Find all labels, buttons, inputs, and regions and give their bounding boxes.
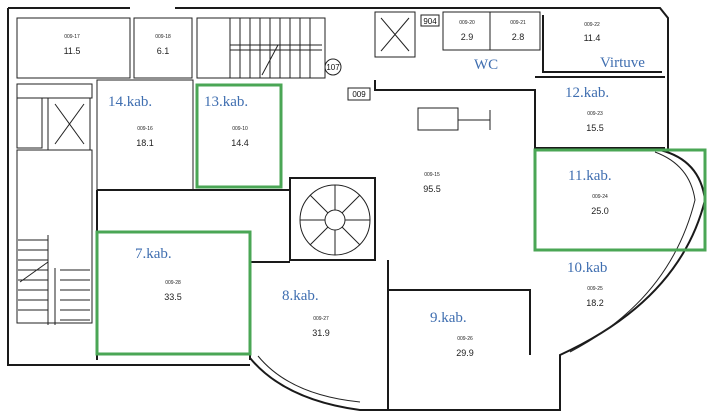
room-wc: 009-20 2.9 WC: [459, 20, 498, 73]
highlight-13-kab: [195, 83, 283, 189]
room-10-kab: 10.kab 009-25 18.2: [567, 260, 607, 308]
room-label: 13.kab.: [204, 94, 248, 110]
room-hall: 009-15 95.5: [423, 172, 441, 194]
room-label: 11.kab.: [568, 168, 612, 184]
room-13-kab: 13.kab. 009-10 14.4: [204, 94, 249, 148]
room-code: 009-28: [165, 280, 181, 286]
room-label: 8.kab.: [282, 288, 319, 304]
room-area: 15.5: [586, 123, 604, 133]
room-11-kab: 11.kab. 009-24 25.0: [568, 168, 612, 216]
room-area: 33.5: [164, 292, 182, 302]
room-label: WC: [474, 57, 498, 73]
highlight-11-kab: [533, 148, 707, 252]
room-label: 10.kab: [567, 260, 607, 276]
counter: [417, 107, 459, 131]
room-code: 009-23: [587, 111, 603, 117]
marker-009: [347, 87, 371, 101]
room-area: 95.5: [423, 184, 441, 194]
marker-107: [324, 58, 342, 76]
room-8-kab: 8.kab. 009-27 31.9: [282, 288, 330, 338]
room-7-kab: 7.kab. 009-28 33.5: [135, 246, 182, 302]
room-area: 6.1: [157, 46, 170, 56]
room-14-kab: 14.kab. 009-16 18.1: [108, 94, 154, 148]
room-area: 29.9: [456, 348, 474, 358]
room-area: 18.1: [136, 138, 154, 148]
spiral-staircase: [299, 184, 371, 256]
elevator-left-cross-icon: [54, 103, 85, 145]
room-code: 009-16: [137, 126, 153, 132]
elevator-top-cross-icon: [380, 17, 410, 52]
room-area: 14.4: [231, 138, 249, 148]
room-label: 9.kab.: [430, 310, 467, 326]
room-label: Virtuve: [600, 55, 645, 71]
spiral-stair-box: [289, 177, 376, 261]
room-009-17: 009-17 11.5: [64, 34, 81, 56]
room-label: 12.kab.: [565, 85, 609, 101]
room-area: 2.8: [512, 32, 525, 42]
room-code: 009-18: [155, 34, 171, 40]
room-009-18: 009-18 6.1: [155, 34, 171, 56]
marker-904-label: 904: [423, 17, 437, 26]
room-label: 7.kab.: [135, 246, 172, 262]
outer-walls: [7, 7, 707, 411]
room-code: 009-22: [584, 22, 600, 28]
room-area: 11.5: [64, 46, 81, 56]
room-area: 25.0: [591, 206, 609, 216]
room-code: 009-24: [592, 194, 608, 200]
room-virtuve: 009-22 11.4 Virtuve: [584, 22, 646, 71]
room-area: 2.9: [461, 32, 474, 42]
room-code: 009-26: [457, 336, 473, 342]
stairs-top: [229, 18, 322, 78]
room-12-kab: 12.kab. 009-23 15.5: [565, 85, 609, 133]
marker-904: [420, 14, 440, 27]
room-code: 009-21: [510, 20, 526, 26]
highlight-7-kab: [95, 230, 252, 356]
room-code: 009-20: [459, 20, 475, 26]
room-area: 11.4: [584, 33, 601, 43]
room-area: 18.2: [586, 298, 604, 308]
room-code: 009-25: [587, 286, 603, 292]
room-label: 14.kab.: [108, 94, 152, 110]
room-code: 009-10: [232, 126, 248, 132]
room-009-21: 009-21 2.8: [510, 20, 526, 42]
stairs-left: [18, 235, 90, 325]
marker-009-label: 009: [352, 90, 366, 99]
room-area: 31.9: [312, 328, 330, 338]
room-9-kab: 9.kab. 009-26 29.9: [430, 310, 474, 358]
room-code: 009-17: [64, 34, 80, 40]
elevator-top: [374, 11, 416, 58]
marker-107-label: 107: [326, 63, 340, 72]
room-code: 009-15: [424, 172, 440, 178]
room-code: 009-27: [313, 316, 329, 322]
